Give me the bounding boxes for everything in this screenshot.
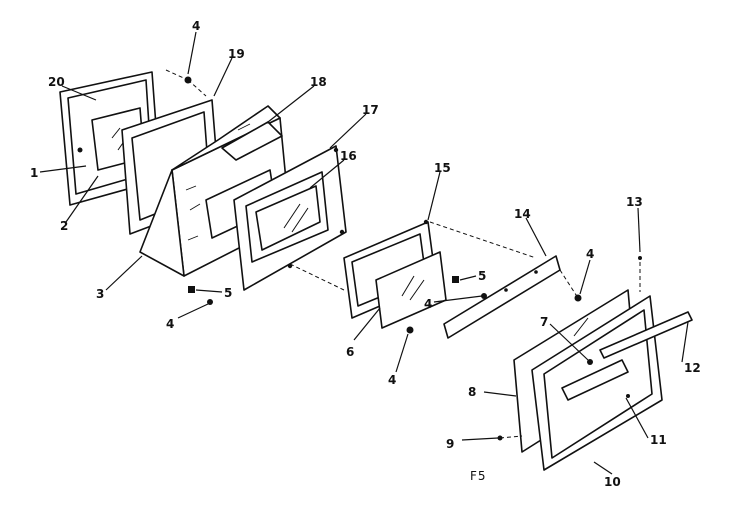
- callout-7: 7: [540, 315, 548, 329]
- callout-18: 18: [310, 75, 327, 89]
- screws: [184, 76, 642, 441]
- callout-20: 20: [48, 75, 65, 89]
- callout-19: 19: [228, 47, 245, 61]
- callout-10: 10: [604, 475, 621, 489]
- callout-4-bottom: 4: [388, 373, 396, 387]
- callout-16: 16: [340, 149, 357, 163]
- part-16-glass-pack: [245, 171, 329, 263]
- callouts: 20 1 2 3 4 19 18 17 16 15 5 4 6 4 4 5 14…: [30, 19, 701, 489]
- part-12-handle: [599, 311, 693, 359]
- figure-caption: F5: [470, 469, 487, 483]
- callout-12: 12: [684, 361, 701, 375]
- callout-17: 17: [362, 103, 379, 117]
- callout-5-mid: 5: [478, 269, 486, 283]
- part-6-glass: [375, 251, 447, 329]
- callout-1: 1: [30, 166, 38, 180]
- callout-4-right: 4: [586, 247, 594, 261]
- callout-5-left: 5: [224, 286, 232, 300]
- callout-4-mid: 4: [424, 297, 432, 311]
- leader-lines: [39, 31, 689, 475]
- callout-4-top: 4: [192, 19, 200, 33]
- callout-6: 6: [346, 345, 354, 359]
- callout-11: 11: [650, 433, 667, 447]
- callout-14: 14: [514, 207, 531, 221]
- callout-3: 3: [96, 287, 104, 301]
- callout-4-left: 4: [166, 317, 174, 331]
- callout-9: 9: [446, 437, 454, 451]
- callout-15: 15: [434, 161, 451, 175]
- callout-8: 8: [468, 385, 476, 399]
- callout-13: 13: [626, 195, 643, 209]
- assembly-lines: [165, 69, 641, 439]
- callout-2: 2: [60, 219, 68, 233]
